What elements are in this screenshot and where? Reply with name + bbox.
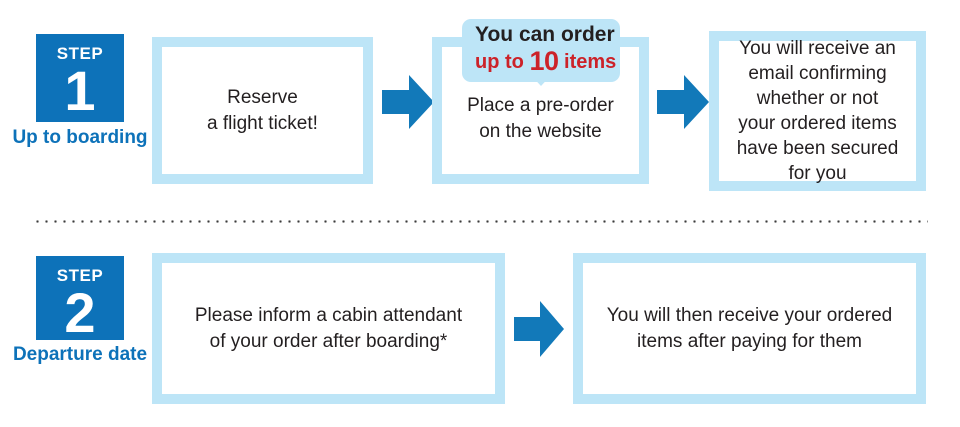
arrow-right-icon [382,74,434,130]
step-2-badge-number: 2 [64,281,96,344]
section-divider [33,220,928,223]
step-2-box-2: You will then receive your ordered items… [573,253,926,404]
arrow-right-icon [514,300,564,358]
step-2-box-2-text: You will then receive your ordered items… [606,305,893,352]
callout-line-2-prefix: up to [475,51,530,74]
step-1-badge: STEP 1 [36,34,124,122]
step-1-box-2-text: Place a pre-order on the website [467,95,614,142]
step-2-box-1-text: Please inform a cabin attendant of your … [194,305,463,352]
step-2-badge: STEP 2 [36,256,124,344]
callout-line-2: up to 10 items [475,46,616,77]
callout-tail-icon [528,72,554,86]
step-2-box-1: Please inform a cabin attendant of your … [152,253,505,404]
step-2-caption: Departure date [12,344,148,365]
step-1-badge-word: STEP [56,44,104,63]
step-2-badge-word: STEP [56,266,104,285]
callout-line-2-suffix: items [558,51,617,74]
callout-line-1: You can order [475,23,615,46]
callout-order-limit: You can order up to 10 items [462,19,620,82]
step-1-caption: Up to boarding [12,127,148,148]
arrow-right-icon [657,74,709,130]
step-1-box-3-text: You will receive an email confirming whe… [736,37,899,185]
step-1-box-3: You will receive an email confirming whe… [709,31,926,191]
step-1-box-1: Reserve a flight ticket! [152,37,373,184]
step-1-box-1-text: Reserve a flight ticket! [207,87,318,134]
step-1-badge-number: 1 [64,59,96,122]
callout-line-2-number: 10 [529,46,559,77]
